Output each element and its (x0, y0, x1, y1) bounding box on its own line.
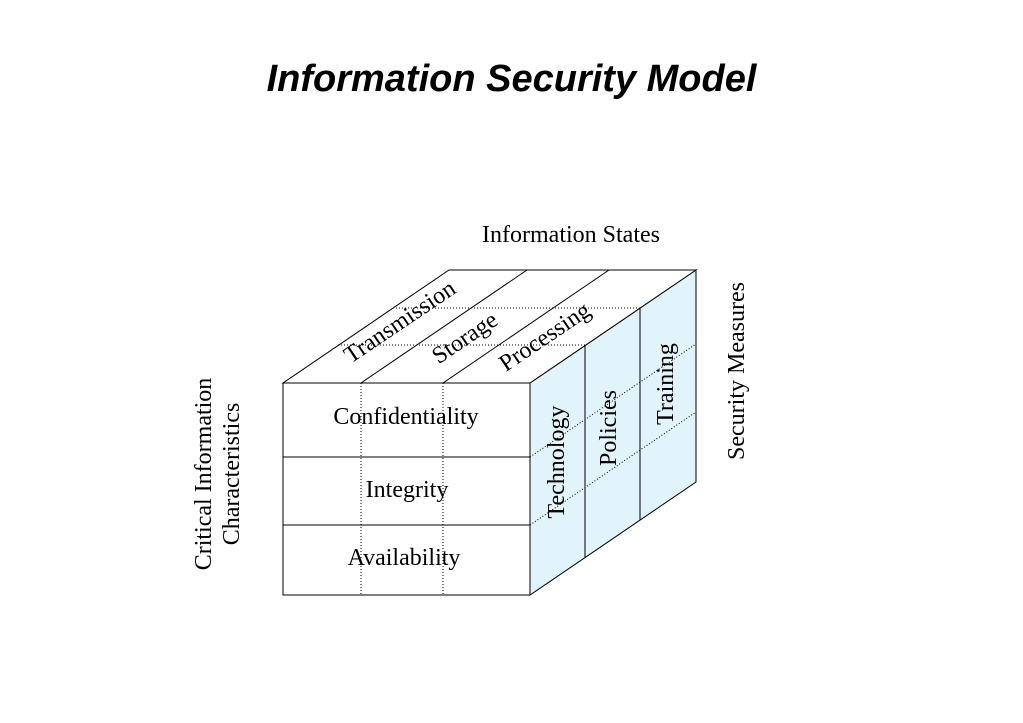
cube-front-face (282, 382, 531, 596)
characteristic-label-availability: Availability (348, 545, 461, 571)
side-row-divider (529, 343, 697, 458)
characteristic-label-integrity: Integrity (366, 477, 449, 503)
page-title: Information Security Model (266, 58, 757, 100)
measure-label-policies: Policies (596, 390, 622, 466)
measure-label-training: Training (653, 343, 679, 425)
top-col-divider (360, 269, 528, 384)
characteristic-label-confidentiality: Confidentiality (333, 404, 478, 430)
axis-label-critical-information: Critical Information (191, 378, 217, 571)
axis-label-characteristics: Characteristics (219, 403, 245, 546)
axis-label-information-states: Information States (482, 222, 660, 248)
axis-label-security-measures: Security Measures (724, 282, 750, 460)
measure-label-technology: Technology (544, 406, 570, 519)
top-col-divider (442, 269, 610, 384)
side-row-divider (529, 411, 697, 526)
